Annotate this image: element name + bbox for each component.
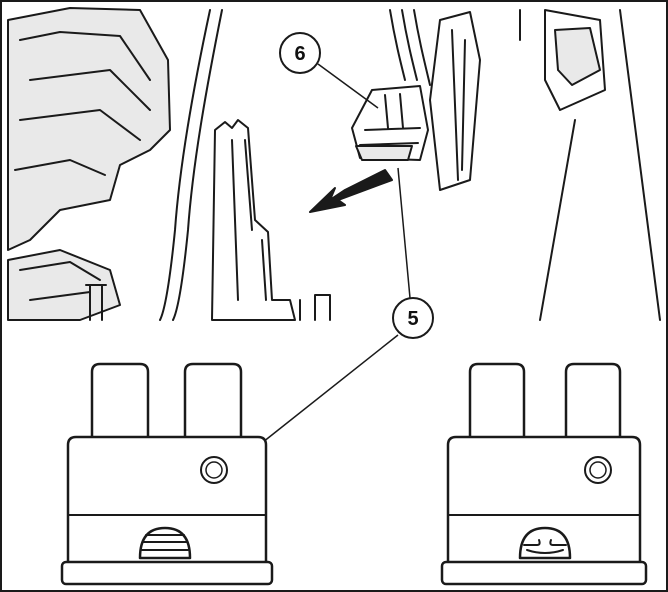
fuse-blown xyxy=(440,362,648,586)
callout-5-label: 5 xyxy=(407,308,418,330)
housing-left xyxy=(7,7,171,251)
fuse-intact-blade-right xyxy=(183,362,243,440)
fuse-intact xyxy=(60,362,274,586)
housing-lower-detail xyxy=(19,261,101,301)
fuse-blown-base xyxy=(440,560,648,586)
fuse-intact-rating-dot-inner xyxy=(205,461,223,479)
callout-6-leader xyxy=(317,63,379,109)
fuse-intact-rating-dot-outer xyxy=(200,456,228,484)
post-left xyxy=(85,284,107,321)
callout-5-bubble xyxy=(392,297,434,339)
fuse-intact-body xyxy=(66,435,268,567)
connector-body xyxy=(351,85,429,161)
connector-detail xyxy=(359,93,421,146)
fuse-blown-blade-left xyxy=(468,362,526,440)
callout-6: 6 xyxy=(279,32,379,109)
wire-main-2 xyxy=(172,9,223,321)
callout-6-bubble xyxy=(279,32,321,74)
fuse-blown-element xyxy=(523,539,567,554)
side-tabs xyxy=(299,294,331,321)
removal-arrow xyxy=(309,169,393,213)
fuse-blown-body xyxy=(446,435,642,567)
fuse-blown-rating-dot-inner xyxy=(589,461,607,479)
wire-main xyxy=(159,9,211,321)
housing-left-detail xyxy=(14,31,151,176)
panel-right xyxy=(519,9,661,321)
callout-5-leader-bottom xyxy=(257,334,399,447)
fuse-box-scene xyxy=(7,7,661,321)
cable-bundle xyxy=(389,9,431,86)
fuse-intact-blade-left xyxy=(90,362,150,440)
clip-right xyxy=(554,27,601,86)
fuse-blown-window xyxy=(518,526,572,560)
callout-5: 5 xyxy=(257,167,434,447)
fork-detail xyxy=(231,139,267,301)
fuse-intact-base xyxy=(60,560,274,586)
connector-edge-shade xyxy=(355,145,413,161)
callout-5-leader-top xyxy=(397,167,411,299)
fuse-intact-element xyxy=(141,534,189,551)
rail-right-detail xyxy=(451,29,466,181)
fuse-blown-rating-dot-outer xyxy=(584,456,612,484)
callout-6-label: 6 xyxy=(294,43,305,65)
fuse-blown-blade-right xyxy=(564,362,622,440)
